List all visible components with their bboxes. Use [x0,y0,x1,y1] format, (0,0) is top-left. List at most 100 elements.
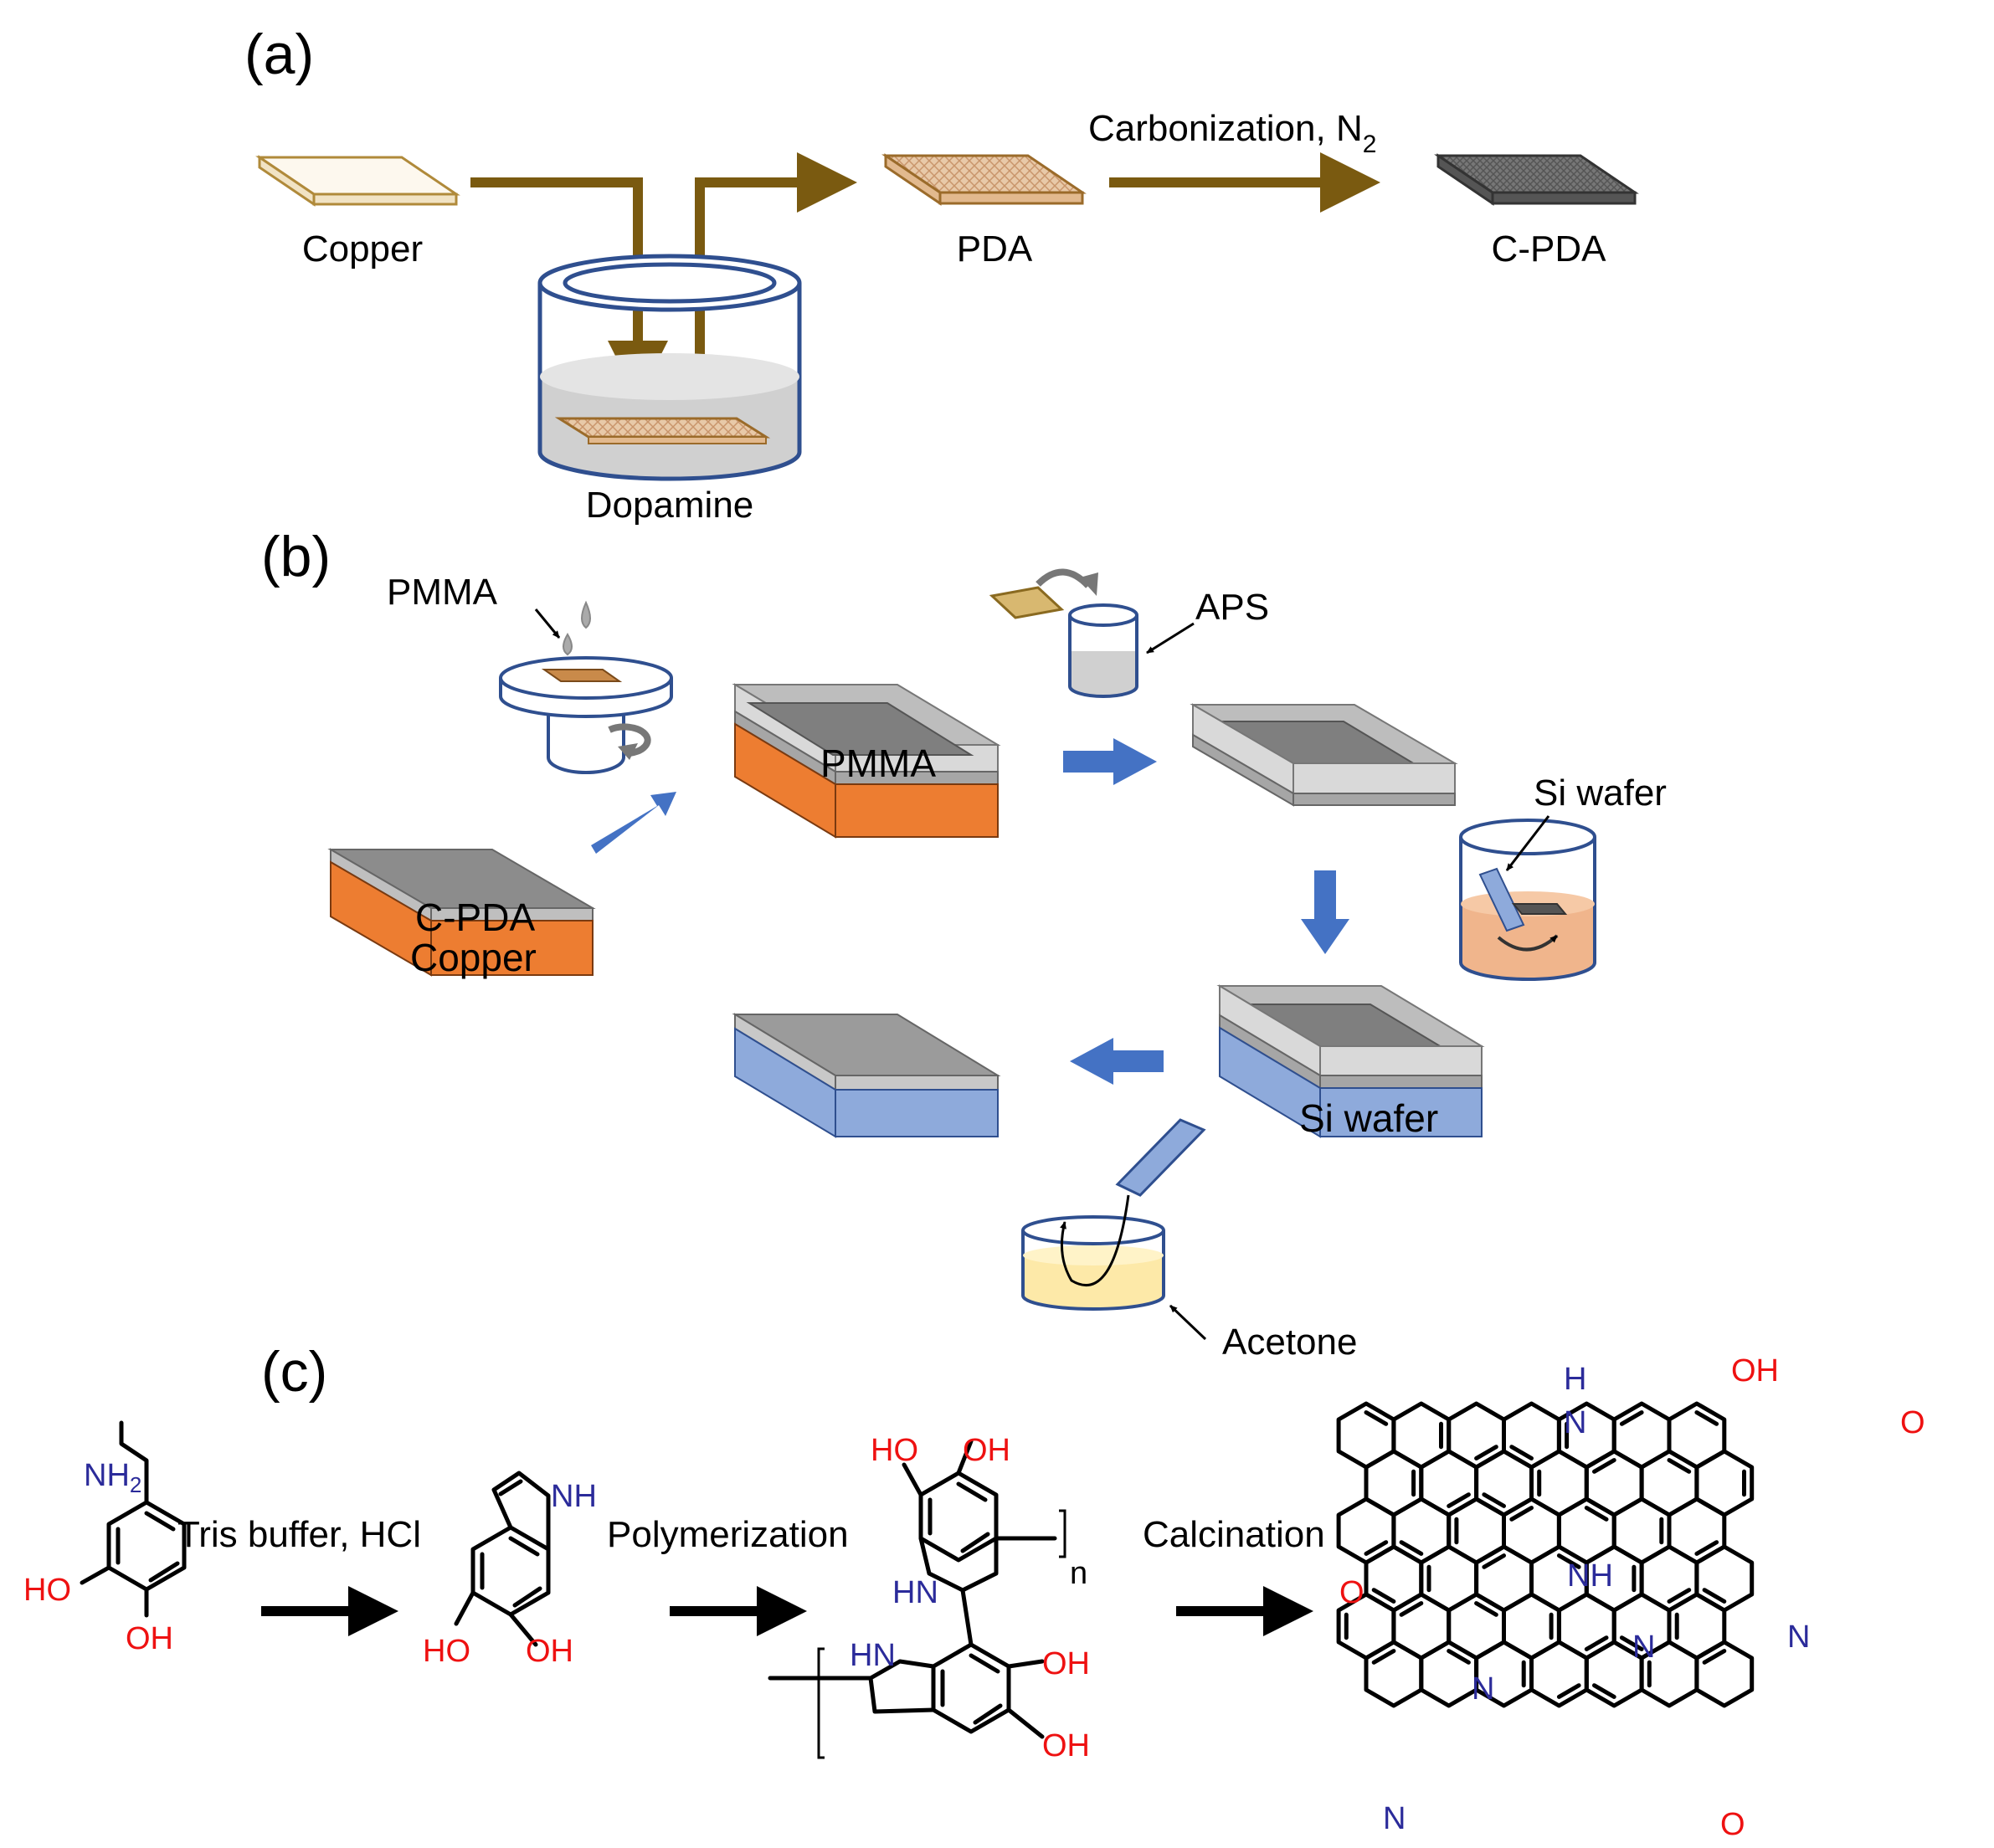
lattice-double-bond [1474,1445,1498,1460]
pda-label: PDA [957,228,1033,270]
aps-label: APS [1195,587,1269,628]
acetone-beaker [1021,1118,1206,1311]
dopamine-label: Dopamine [586,485,754,526]
lattice-double-bond [1399,1601,1424,1617]
pmma-drop-label: PMMA [387,572,498,613]
lattice-double-bond [1447,1492,1471,1508]
carbon-nh: NH [1567,1558,1613,1594]
cpda-plate [1434,153,1639,206]
arrow-out-of-dopamine [695,152,857,398]
lattice-double-bond [1482,1553,1506,1569]
carbon-n-right: N [1787,1620,1810,1655]
pmma-droplets [563,600,591,656]
copper-layer-label: Copper [410,936,537,979]
lattice-double-bond [1447,1649,1471,1665]
copper-plate [255,155,460,207]
polymer-oh-a: HO [871,1433,918,1468]
lattice-double-bond [1694,1540,1719,1556]
carbon-h: H [1564,1362,1586,1397]
si-wafer-beaker-label: Si wafer [1534,773,1667,814]
indole-oh1: HO [423,1634,470,1669]
panel-label-b: (b) [261,525,331,588]
dopamine-molecule: NH2 HO OH [23,1420,187,1656]
lattice-double-bond [1399,1540,1424,1556]
lattice-double-bond [1584,1506,1609,1522]
lattice-double-bond [1364,1410,1389,1426]
polymer-n: n [1070,1556,1087,1591]
step1-label: Tris buffer, HCl [177,1514,421,1555]
cpda-layer-label: C-PDA [415,896,535,939]
carbon-o-bottom: O [1720,1807,1745,1842]
copper-label: Copper [302,228,423,270]
lattice-double-bond [1702,1588,1727,1604]
blue-arrow-2 [1063,738,1157,785]
lattice-double-bond [1482,1492,1506,1508]
panel-a: (a) Copper Dopamine PDA [244,23,1639,526]
lattice-double-bond [1556,1683,1581,1699]
si-wafer-beaker [1459,819,1596,981]
lattice-double-bond [1556,1553,1581,1569]
lattice-double-bond [1619,1635,1644,1651]
dopamine-beaker [537,254,802,481]
lattice-double-bond [1371,1649,1396,1665]
blue-arrow-3 [1301,870,1349,954]
arrow-into-dopamine [470,177,668,401]
carbon-n-top: N [1564,1405,1586,1440]
pmma-stack [732,683,1001,839]
si-wafer-pointer [1505,815,1550,871]
lattice-double-bond [1509,1506,1534,1522]
etched-stack [1190,703,1458,807]
panel-label-c: (c) [261,1340,327,1404]
cpda-label: C-PDA [1492,228,1607,270]
lattice-double-bond [1474,1601,1498,1617]
lattice-double-bond [1584,1635,1609,1651]
indole-nh: NH [551,1479,597,1514]
pmma-layer-label: PMMA [820,742,936,785]
indole-oh2: OH [526,1634,573,1669]
panel-label-a: (a) [244,23,314,86]
carbonization-label: Carbonization, N2 [1088,108,1376,158]
carbon-oh: OH [1731,1353,1779,1389]
carbon-n-pyrrole: N [1632,1630,1655,1665]
lattice-hexagon [1694,1640,1755,1708]
pmma-drop-pointer [534,608,561,639]
pda-plate [881,153,1087,206]
si-wafer-layer-label: Si wafer [1299,1096,1438,1140]
polymer-oh-b: OH [963,1433,1010,1468]
panel-b: (b) PMMA C-PDA Copper [261,525,1667,1363]
step3-label: Calcination [1143,1514,1325,1555]
lattice-double-bond [1702,1649,1727,1665]
blue-arrow-4 [1070,1038,1164,1085]
polymer-hn-top: HN [892,1575,938,1610]
carbon-n-center: N [1472,1671,1494,1707]
lattice-double-bond [1619,1410,1644,1426]
panel-c: (c) NH2 HO OH Tris buffer, HCl NH [23,1340,1925,1842]
dopamine-oh1: HO [23,1573,71,1608]
acetone-pointer [1169,1304,1207,1341]
aps-pointer [1146,622,1195,654]
lattice-double-bond [1667,1588,1692,1604]
carbon-o-right: O [1900,1405,1925,1440]
aps-beaker [989,568,1138,698]
lattice-double-bond [1667,1458,1692,1474]
lattice-double-bond [1371,1588,1396,1604]
final-stack [732,1013,1001,1138]
lattice-double-bond [1694,1410,1719,1426]
polymer-oh-d: OH [1042,1728,1090,1763]
polymer-hn-bottom: HN [850,1638,896,1673]
cpda-copper-stack [327,848,596,977]
carbon-o-left: O [1339,1575,1364,1610]
carbon-n-bottom: N [1383,1801,1406,1836]
lattice-double-bond [1364,1540,1389,1556]
indole-molecule: NH HO OH [423,1471,597,1669]
dopamine-amine: NH2 [84,1458,141,1497]
lattice-double-bond [1592,1683,1616,1699]
polymer-molecule: HO OH n HN HN OH OH [768,1433,1090,1763]
spin-coater [499,656,673,774]
acetone-label: Acetone [1222,1322,1357,1363]
carbon-lattice [1336,1401,1755,1708]
lattice-double-bond [1509,1445,1534,1460]
si-wafer-stack [1216,984,1485,1138]
blue-arrow-1 [591,792,676,854]
